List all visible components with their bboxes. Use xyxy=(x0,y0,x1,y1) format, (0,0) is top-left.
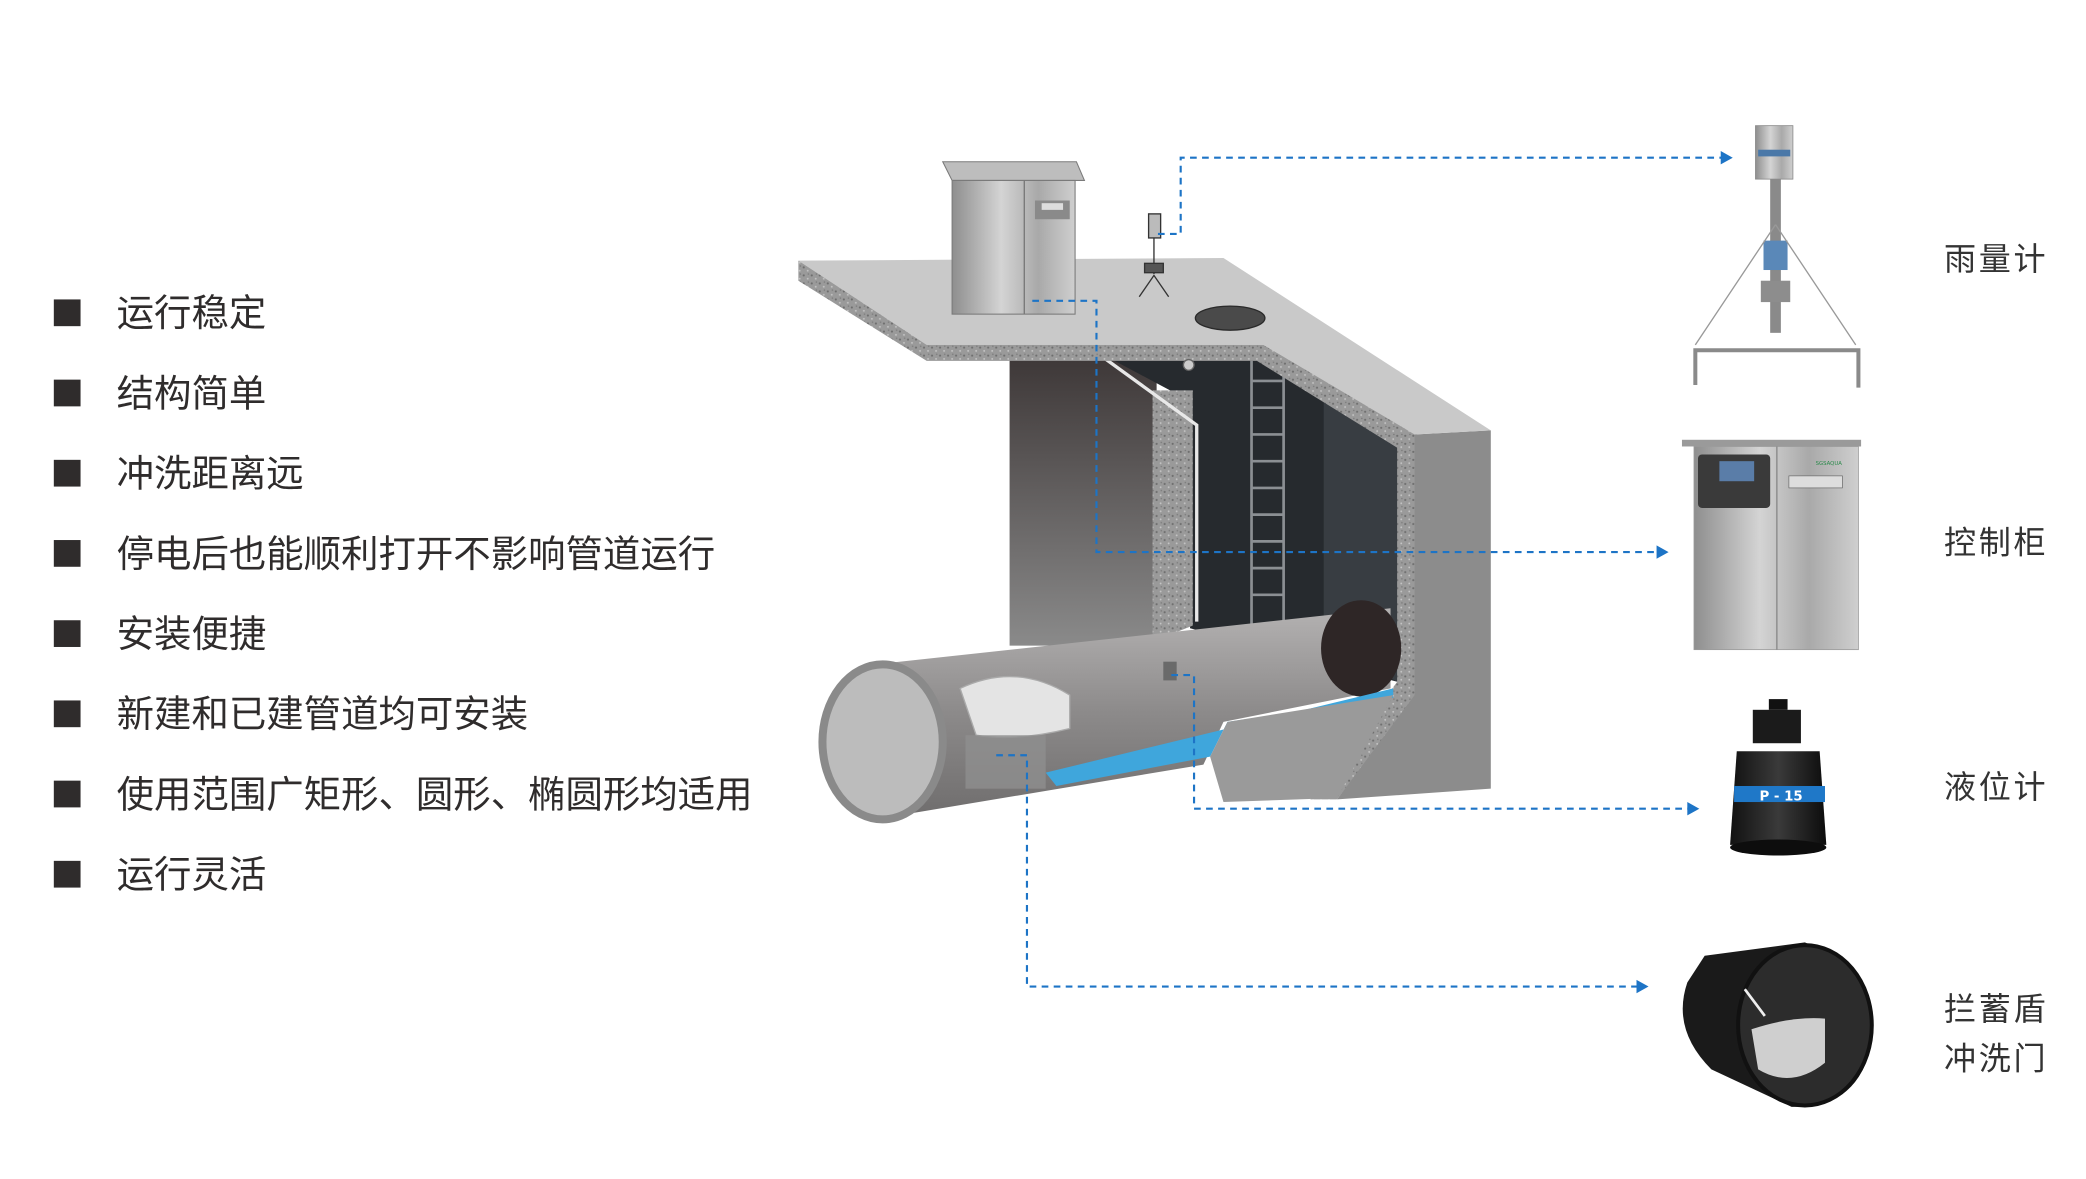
pipe-end-rim xyxy=(818,660,947,824)
feature-text: 新建和已建管道均可安装 xyxy=(117,692,528,736)
feature-text: 停电后也能顺利打开不影响管道运行 xyxy=(117,532,716,576)
feature-text: 运行稳定 xyxy=(117,291,267,335)
ladder xyxy=(1250,360,1285,626)
bullet-square-icon xyxy=(53,780,81,808)
right-outer-wall xyxy=(1337,430,1491,800)
pipe-outlet-opening xyxy=(1321,600,1402,697)
feature-item: 运行灵活 xyxy=(53,853,267,897)
label-rain-gauge: 雨量计 xyxy=(1944,240,2048,278)
label-control-cabinet: 控制柜 xyxy=(1944,523,2048,561)
bullet-square-icon xyxy=(53,620,81,647)
water-flow xyxy=(1045,688,1394,786)
gate-frame xyxy=(965,735,1046,789)
control-cabinet-product: SGSAQUA xyxy=(1681,439,1862,651)
bullet-square-icon xyxy=(53,860,81,888)
rain-gauge-product xyxy=(1693,125,1861,388)
bullet-square-icon xyxy=(53,379,81,407)
label-gate-line2: 冲洗门 xyxy=(1944,1039,2048,1077)
feature-item: 安装便捷 xyxy=(53,612,267,656)
connector-rain-gauge xyxy=(1157,156,1725,235)
level-meter-product: P - 15 xyxy=(1730,699,1827,856)
feature-text: 运行灵活 xyxy=(117,853,267,897)
feature-text: 安装便捷 xyxy=(117,612,267,656)
bullet-square-icon xyxy=(53,540,81,567)
feature-item: 结构简单 xyxy=(53,371,267,415)
feature-item: 冲洗距离远 xyxy=(53,452,304,496)
feature-item: 使用范围广矩形、圆形、椭圆形均适用 xyxy=(53,772,753,816)
sensor-model: P - 15 xyxy=(1759,790,1802,805)
flush-gate-model xyxy=(959,675,1071,739)
connector-gate xyxy=(996,754,1641,988)
label-level-meter: 液位计 xyxy=(1944,768,2048,806)
feature-text: 使用范围广矩形、圆形、椭圆形均适用 xyxy=(117,772,753,816)
feature-text: 结构简单 xyxy=(117,371,267,415)
feature-item: 停电后也能顺利打开不影响管道运行 xyxy=(53,532,716,576)
bullet-square-icon xyxy=(53,700,81,728)
cabinet-brand: SGSAQUA xyxy=(1816,461,1843,467)
control-cabinet-model xyxy=(941,161,1086,315)
feature-item: 新建和已建管道均可安装 xyxy=(53,692,528,736)
connector-lines xyxy=(996,151,1733,994)
arrow-icon xyxy=(1636,979,1649,994)
level-sensor-model xyxy=(1163,661,1177,681)
arrow-icon xyxy=(1720,151,1733,165)
bullet-square-icon xyxy=(53,299,81,327)
rain-gauge-model xyxy=(1138,213,1170,298)
arrow-icon xyxy=(1687,802,1700,816)
manhole-cover xyxy=(1194,305,1266,331)
feature-list: 运行稳定 结构简单 冲洗距离远 停电后也能顺利打开不影响管道运行 安装便捷 新建… xyxy=(53,291,753,897)
camera xyxy=(1182,358,1195,371)
well-cutaway-diagram xyxy=(798,161,1491,824)
flush-gate-product xyxy=(1682,942,1874,1108)
pipe-conduit xyxy=(1103,356,1199,622)
left-outer-wall xyxy=(1009,358,1157,646)
feature-text: 冲洗距离远 xyxy=(117,452,304,496)
inner-granite-pillar xyxy=(1152,390,1193,642)
arrow-icon xyxy=(1656,545,1669,559)
base-block xyxy=(1210,695,1394,803)
bullet-square-icon xyxy=(53,459,81,487)
label-gate-line1: 拦蓄盾 xyxy=(1944,990,2048,1028)
connector-level-meter xyxy=(1171,673,1692,810)
feature-item: 运行稳定 xyxy=(53,291,267,335)
slab-edge xyxy=(798,260,1268,361)
